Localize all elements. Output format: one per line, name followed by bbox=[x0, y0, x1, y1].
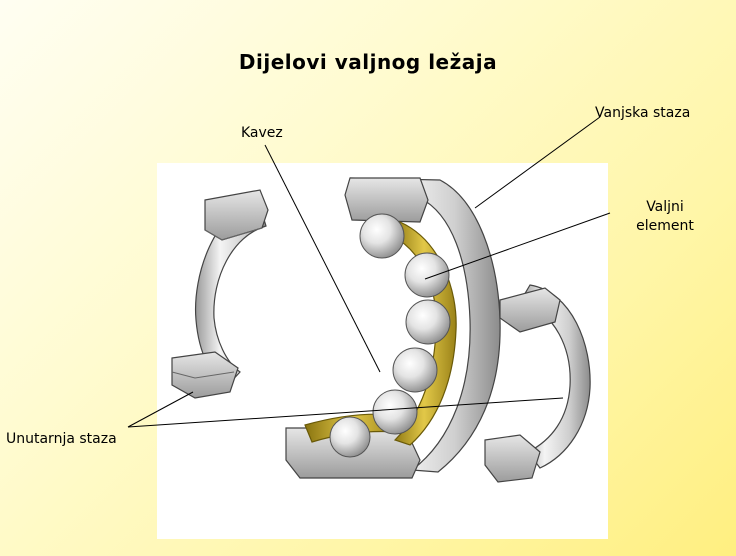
leader-outer-race bbox=[475, 117, 600, 208]
label-rolling-element: Valjni element bbox=[610, 198, 720, 236]
label-inner-race: Unutarnja staza bbox=[6, 430, 117, 449]
label-rolling-element-line1: Valjni bbox=[610, 198, 720, 217]
inner-race-left bbox=[172, 190, 268, 398]
inner-race-right bbox=[485, 285, 590, 482]
label-rolling-element-line2: element bbox=[610, 217, 720, 236]
label-cage: Kavez bbox=[241, 124, 283, 143]
label-outer-race: Vanjska staza bbox=[595, 104, 690, 123]
leader-inner-race-left bbox=[128, 392, 193, 427]
